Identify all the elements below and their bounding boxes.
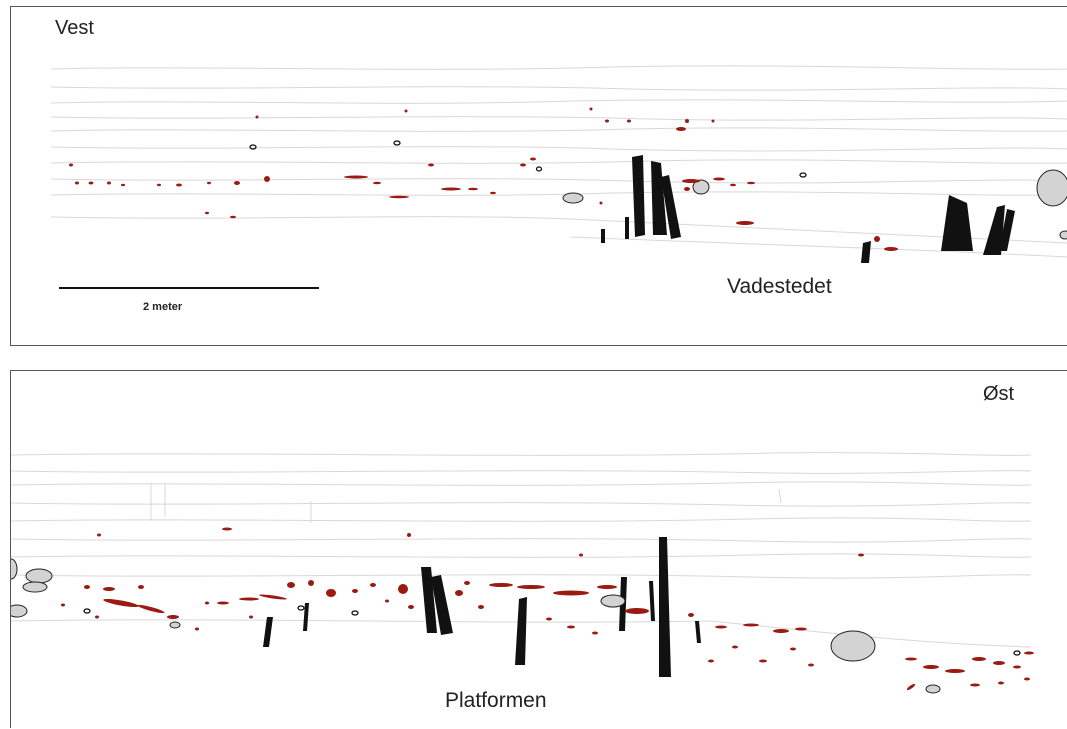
small-stones-bottom (83, 605, 1021, 656)
stake (515, 597, 527, 665)
east-label: Øst (983, 383, 1015, 405)
stake (861, 241, 871, 263)
stone (11, 604, 28, 618)
stakes-top (601, 155, 1015, 263)
stake (651, 161, 667, 235)
west-label: Vest (55, 17, 94, 39)
stones-bottom (11, 558, 941, 694)
stake (983, 205, 1005, 255)
stone (600, 594, 626, 608)
stone (925, 684, 941, 694)
stake (661, 175, 681, 239)
stratigraphy-drawing-top (50, 65, 1067, 289)
stake (659, 537, 671, 677)
stone (169, 621, 181, 629)
stratigraphy-drawing-bottom (11, 452, 1034, 694)
platform-label: Platformen (445, 689, 547, 712)
stone (11, 558, 18, 580)
stone (22, 581, 48, 593)
stake (625, 217, 629, 239)
stone (25, 568, 53, 584)
stone (692, 179, 710, 195)
stake (431, 575, 453, 635)
stake (263, 617, 273, 647)
stone (1036, 169, 1067, 207)
stake (941, 195, 973, 251)
section-drawing-west: Vest Vadestedet 2 meter (10, 6, 1067, 346)
stake (999, 209, 1015, 251)
stake (601, 229, 605, 243)
wood-fragments-top (69, 107, 898, 251)
wood-fragments-bottom (61, 527, 1034, 691)
stake (421, 567, 437, 633)
stakes-bottom (263, 537, 701, 677)
section-drawing-east: Øst Platformen (10, 370, 1067, 728)
stake (303, 603, 309, 631)
stake (649, 581, 655, 621)
strata-lines (50, 65, 1067, 258)
scale-label: 2 meter (143, 301, 183, 313)
stone (1059, 230, 1067, 240)
stone (562, 192, 584, 204)
small-stones-top (249, 140, 807, 178)
ford-label: Vadestedet (727, 275, 832, 298)
stone (830, 630, 876, 662)
stones-top (562, 169, 1067, 240)
stake (695, 621, 701, 643)
stake (632, 155, 645, 237)
